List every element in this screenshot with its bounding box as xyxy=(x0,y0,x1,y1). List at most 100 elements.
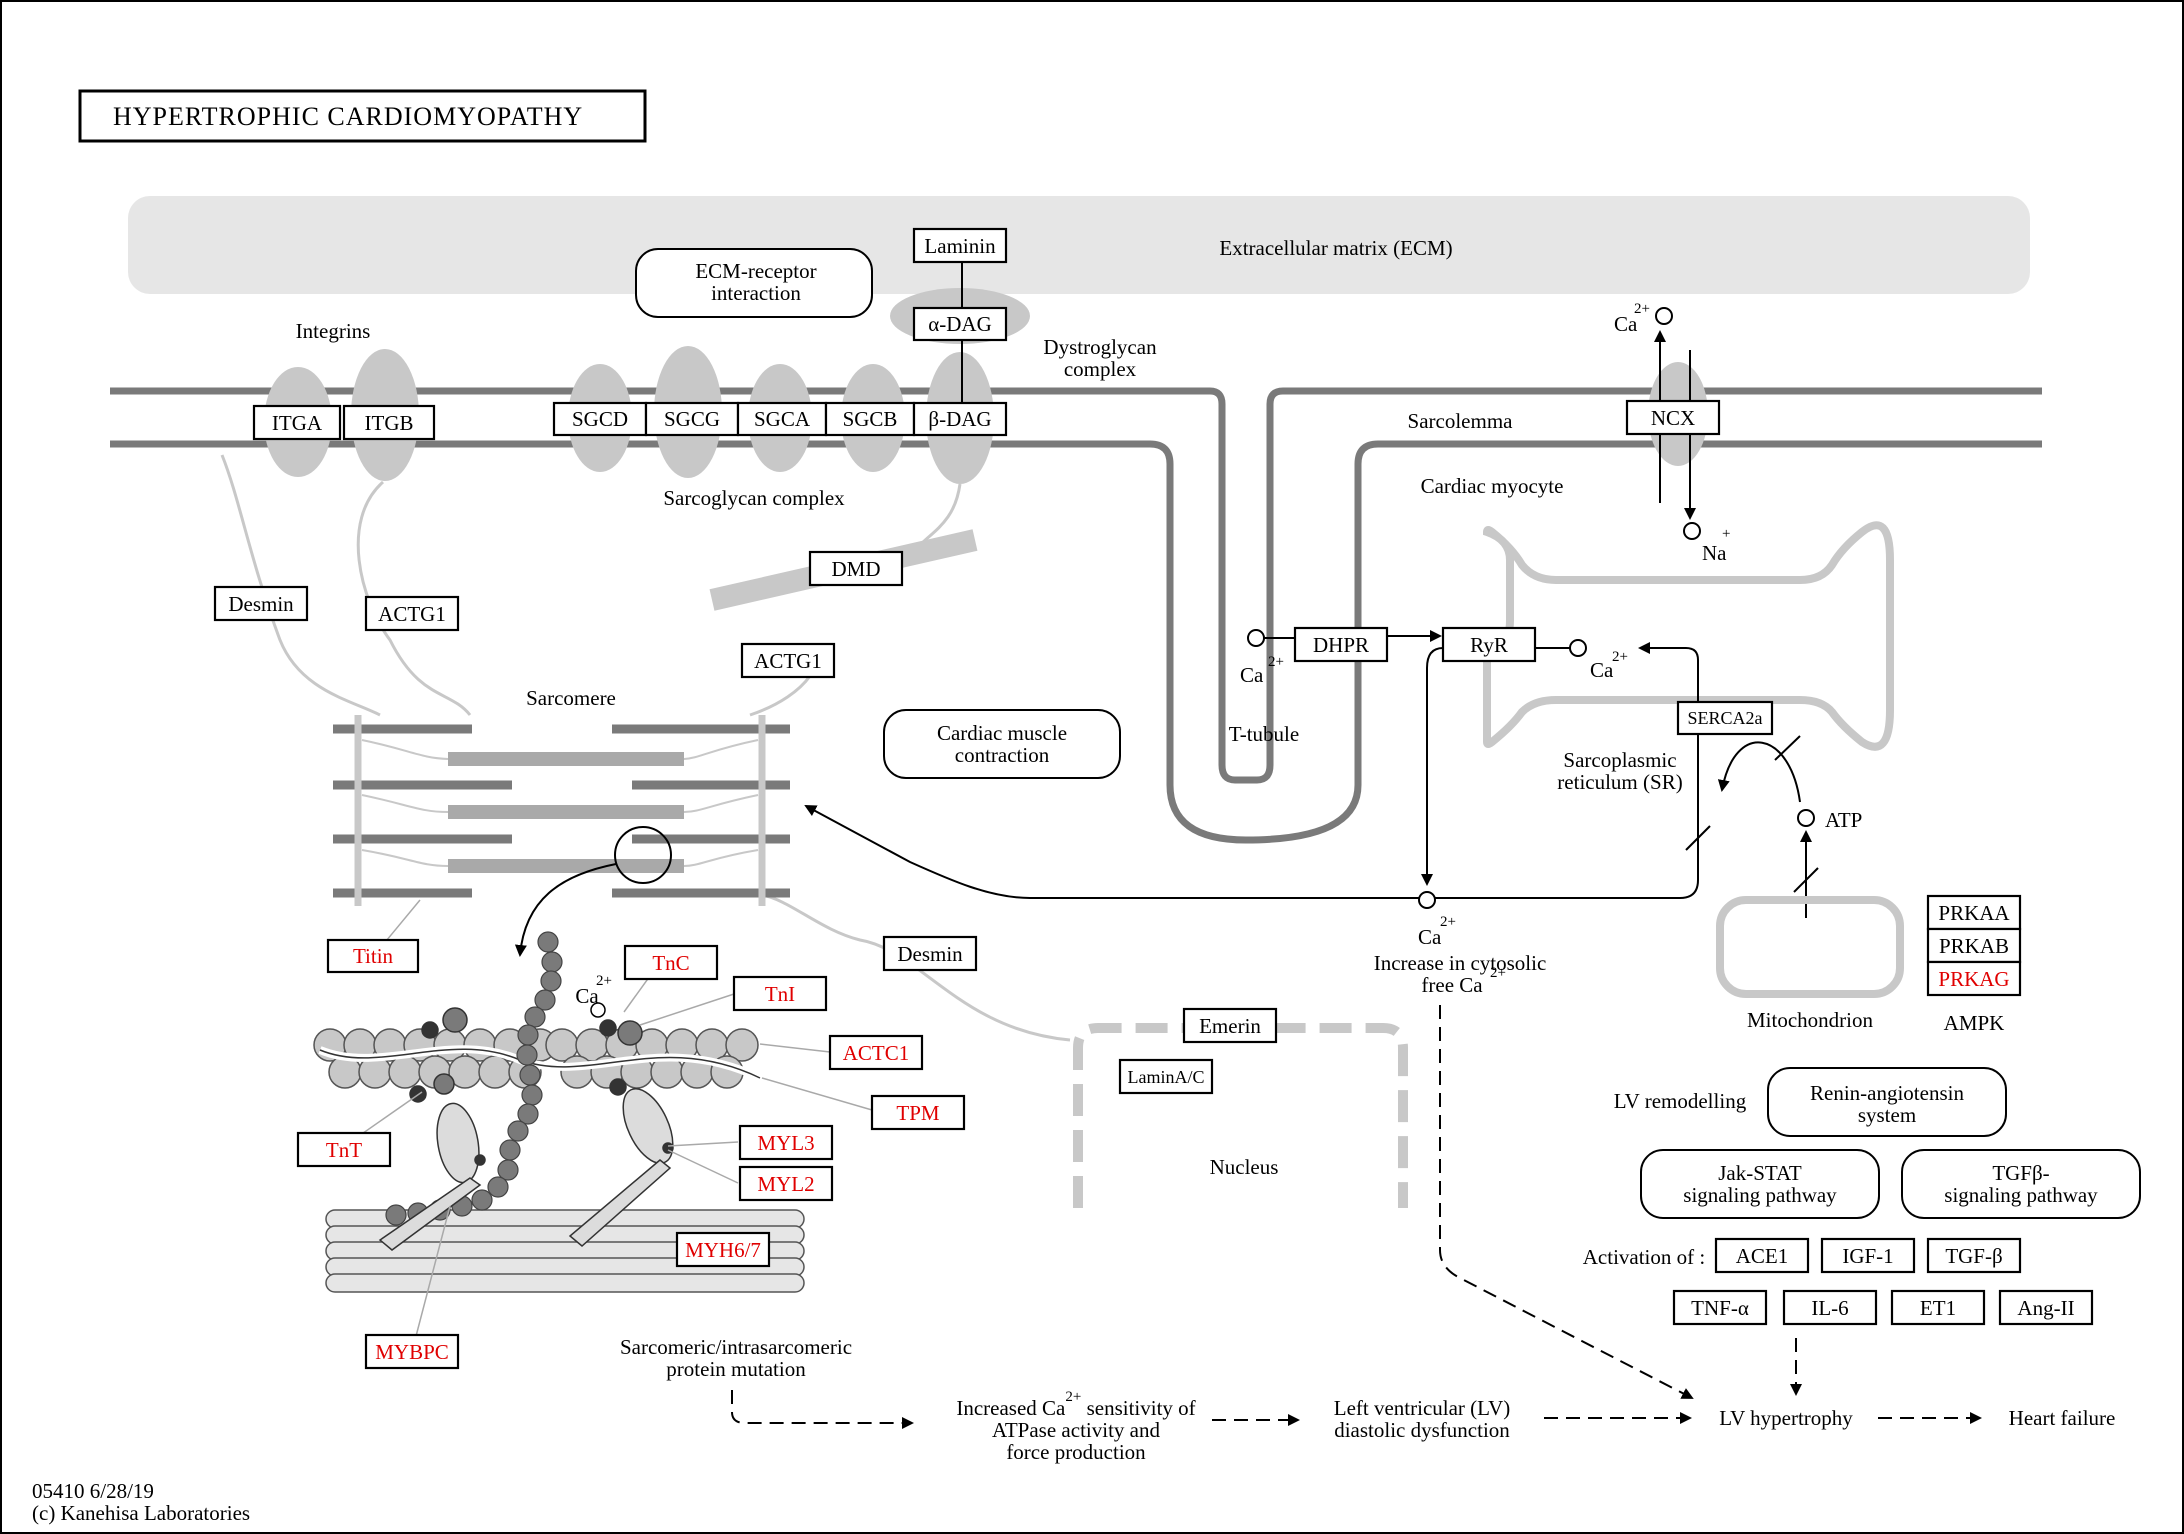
cytoskeleton-connectors xyxy=(220,454,1071,1042)
svg-text:Desmin: Desmin xyxy=(228,592,294,616)
ca-cytosolic-sup: 2+ xyxy=(1440,914,1456,930)
svg-text:SGCG: SGCG xyxy=(664,407,720,431)
atp-label: ATP xyxy=(1825,808,1862,832)
svg-text:Desmin: Desmin xyxy=(897,942,963,966)
mutation-label-1: Sarcomeric/intrasarcomeric xyxy=(620,1335,852,1359)
gene-dmd[interactable]: DMD xyxy=(808,550,904,587)
gene-il6[interactable]: IL-6 xyxy=(1782,1289,1878,1326)
svg-text:signaling pathway: signaling pathway xyxy=(1944,1183,2098,1207)
ampk-label: AMPK xyxy=(1944,1011,2005,1035)
sarcoglycan-label: Sarcoglycan complex xyxy=(663,486,845,510)
pathway-ecm-receptor-interaction[interactable]: ECM-receptor interaction xyxy=(635,248,873,318)
svg-text:DHPR: DHPR xyxy=(1313,633,1369,657)
gene-sgcb[interactable]: SGCB xyxy=(824,401,916,437)
nucleus-label: Nucleus xyxy=(1210,1155,1279,1179)
myosin-heads xyxy=(378,1088,674,1251)
gene-emerin[interactable]: Emerin xyxy=(1182,1007,1278,1044)
gene-et1[interactable]: ET1 xyxy=(1890,1289,1986,1326)
gene-itgb[interactable]: ITGB xyxy=(342,404,436,441)
sr-label-2: reticulum (SR) xyxy=(1557,770,1682,794)
gene-desmin-bottom[interactable]: Desmin xyxy=(882,935,978,972)
svg-text:ITGA: ITGA xyxy=(272,411,323,435)
na-ion-in-sup: + xyxy=(1722,526,1730,542)
svg-text:Renin-angiotensin: Renin-angiotensin xyxy=(1810,1081,1964,1105)
increase-ca-label-2: free Ca xyxy=(1421,973,1483,997)
gene-sgca[interactable]: SGCA xyxy=(736,401,828,437)
pathway-cardiac-muscle-contraction[interactable]: Cardiac muscle contraction xyxy=(883,709,1121,779)
heart-failure-label: Heart failure xyxy=(2009,1406,2116,1430)
svg-text:Cardiac muscle: Cardiac muscle xyxy=(937,721,1067,745)
sarcolemma-membrane xyxy=(110,387,2042,844)
sarcomere-label: Sarcomere xyxy=(526,686,616,710)
gene-tnt[interactable]: TnT xyxy=(296,1131,392,1168)
gene-myl2[interactable]: MYL2 xyxy=(738,1165,834,1202)
svg-text:NCX: NCX xyxy=(1651,406,1695,430)
gene-mybpc[interactable]: MYBPC xyxy=(364,1333,460,1370)
svg-text:ACTC1: ACTC1 xyxy=(843,1041,910,1065)
gene-tnc[interactable]: TnC xyxy=(623,944,719,981)
pathway-tgfb[interactable]: TGFβ- signaling pathway xyxy=(1901,1149,2141,1219)
gene-actg1-right[interactable]: ACTG1 xyxy=(740,642,836,679)
gene-myl3[interactable]: MYL3 xyxy=(738,1124,834,1161)
sarcomere-structure xyxy=(333,715,790,957)
gene-tgfb[interactable]: TGF-β xyxy=(1926,1237,2022,1274)
gene-titin[interactable]: Titin xyxy=(326,938,420,974)
sarcolemma-label: Sarcolemma xyxy=(1408,409,1514,433)
gene-desmin-top[interactable]: Desmin xyxy=(213,585,309,622)
ecm-region xyxy=(128,196,2030,294)
svg-text:Jak-STAT: Jak-STAT xyxy=(1718,1161,1802,1185)
ca-ion-out-sup: 2+ xyxy=(1634,301,1650,317)
gene-tpm[interactable]: TPM xyxy=(870,1094,966,1131)
gene-laminin[interactable]: Laminin xyxy=(912,227,1008,264)
gene-myh67[interactable]: MYH6/7 xyxy=(675,1231,771,1268)
lv-dysfunction-label-1: Left ventricular (LV) xyxy=(1334,1396,1510,1420)
gene-ang2[interactable]: Ang-II xyxy=(1998,1289,2094,1326)
pathway-jak-stat[interactable]: Jak-STAT signaling pathway xyxy=(1640,1149,1880,1219)
gene-ryr[interactable]: RyR xyxy=(1441,626,1537,663)
ca-ion-out-label: Ca xyxy=(1614,312,1638,336)
gene-prkab[interactable]: PRKAB xyxy=(1926,927,2022,964)
svg-text:MYL3: MYL3 xyxy=(757,1131,814,1155)
svg-text:TnT: TnT xyxy=(326,1138,362,1162)
activation-of-label: Activation of : xyxy=(1583,1245,1705,1269)
svg-text:RyR: RyR xyxy=(1470,633,1508,657)
gene-tnfa[interactable]: TNF-α xyxy=(1672,1289,1768,1326)
svg-text:IGF-1: IGF-1 xyxy=(1842,1244,1893,1268)
svg-text:ACTG1: ACTG1 xyxy=(378,602,446,626)
gene-serca2a[interactable]: SERCA2a xyxy=(1676,700,1774,736)
title-box: HYPERTROPHIC CARDIOMYOPATHY xyxy=(78,89,647,143)
gene-prkaa[interactable]: PRKAA xyxy=(1926,894,2022,931)
svg-text:PRKAA: PRKAA xyxy=(1938,901,2010,925)
footer-copyright: (c) Kanehisa Laboratories xyxy=(32,1501,250,1525)
gene-sgcd[interactable]: SGCD xyxy=(552,401,648,437)
lv-remodelling-label: LV remodelling xyxy=(1614,1089,1747,1113)
gene-igf1[interactable]: IGF-1 xyxy=(1820,1237,1916,1274)
gene-ncx[interactable]: NCX xyxy=(1625,399,1721,436)
mitochondrion-shape xyxy=(1716,896,1904,998)
gene-itga[interactable]: ITGA xyxy=(252,404,342,441)
svg-text:Laminin: Laminin xyxy=(924,234,996,258)
gene-tni[interactable]: TnI xyxy=(732,975,828,1012)
ca-ion-sr xyxy=(1569,639,1587,657)
gene-ace1[interactable]: ACE1 xyxy=(1714,1237,1810,1274)
gene-b-dag[interactable]: β-DAG xyxy=(912,401,1008,437)
mutation-label-2: protein mutation xyxy=(666,1357,806,1381)
gene-lamin-ac[interactable]: LaminA/C xyxy=(1118,1058,1214,1095)
nucleus-envelope xyxy=(1073,1023,1408,1208)
gene-a-dag[interactable]: α-DAG xyxy=(912,306,1008,342)
gene-actg1-left[interactable]: ACTG1 xyxy=(364,595,460,632)
cytosolic-to-hypertrophy-arrow xyxy=(1439,1005,1694,1399)
svg-text:α-DAG: α-DAG xyxy=(928,312,992,336)
gene-sgcg[interactable]: SGCG xyxy=(644,401,740,437)
gene-actc1[interactable]: ACTC1 xyxy=(828,1034,924,1071)
increase-ca-label-1: Increase in cytosolic xyxy=(1374,951,1547,975)
na-ion-in xyxy=(1683,522,1701,540)
gene-dhpr[interactable]: DHPR xyxy=(1293,626,1389,663)
ca-ion-cytosolic xyxy=(1418,891,1436,909)
ca-ion-dhpr-sup: 2+ xyxy=(1268,654,1284,670)
pathway-renin-angiotensin[interactable]: Renin-angiotensin system xyxy=(1767,1067,2007,1137)
gene-prkag[interactable]: PRKAG xyxy=(1926,960,2022,997)
svg-text:interaction: interaction xyxy=(711,281,801,305)
svg-text:TnC: TnC xyxy=(652,951,689,975)
